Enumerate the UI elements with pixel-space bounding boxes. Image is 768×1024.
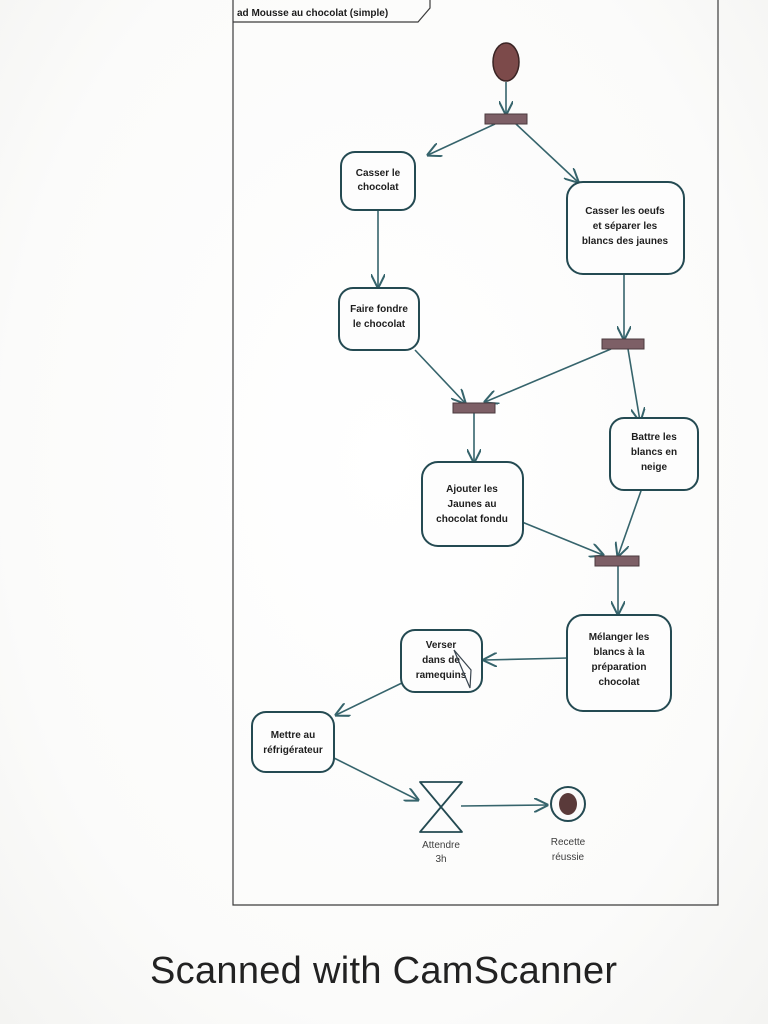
action-label-line: Verser: [426, 640, 457, 651]
final-node: Recette réussie: [550, 786, 586, 863]
pen-annotation-mark: [453, 649, 472, 689]
action-label-line: le chocolat: [353, 319, 406, 330]
action-label-line: chocolat fondu: [436, 514, 508, 525]
action-label-line: et séparer les: [593, 221, 658, 232]
wait-label-line: 3h: [435, 854, 446, 865]
action-label-line: ramequins: [416, 670, 467, 681]
frame-title: ad Mousse au chocolat (simple): [237, 8, 388, 19]
action-melanger: Mélanger les blancs à la préparation cho…: [566, 614, 672, 712]
action-casser-oeufs: Casser les oeufs et séparer les blancs d…: [566, 181, 685, 275]
action-label-line: réfrigérateur: [263, 745, 323, 756]
diagram-frame: ad Mousse au chocolat (simple): [232, 0, 719, 906]
action-faire-fondre: Faire fondre le chocolat: [338, 287, 420, 351]
flow-frigo-to-wait: [333, 757, 418, 800]
action-label-line: dans de: [422, 655, 460, 666]
action-label-line: Casser le: [356, 168, 401, 179]
flow-fondre-to-join1: [414, 349, 465, 403]
action-label-line: chocolat: [357, 182, 399, 193]
flow-melanger-to-verser: [484, 658, 569, 660]
action-label-line: blancs en: [631, 447, 677, 458]
action-ajouter-jaunes: Ajouter les Jaunes au chocolat fondu: [421, 461, 524, 547]
flow-fork-to-casser-chocolat: [428, 123, 496, 155]
action-label-line: Mettre au: [271, 730, 315, 741]
action-label-line: Mélanger les: [589, 632, 650, 643]
initial-node: [492, 42, 520, 82]
wait-label-line: Attendre: [422, 840, 460, 851]
join-bar-melt: [452, 402, 496, 414]
flow-wait-to-final: [460, 805, 547, 806]
action-label-line: Battre les: [631, 432, 677, 443]
wait-time-event: Attendre 3h: [419, 781, 463, 865]
action-label-line: blancs des jaunes: [582, 236, 669, 247]
fork-bar-start: [484, 113, 528, 125]
control-flows: [334, 82, 642, 806]
flow-verser-to-frigo: [336, 680, 407, 715]
join-bar-mix: [594, 555, 640, 567]
action-label-line: préparation: [591, 662, 646, 673]
action-label-line: blancs à la: [593, 647, 645, 658]
final-label-line: Recette: [551, 837, 586, 848]
flow-battre-to-join2: [618, 487, 643, 556]
flow-fork-to-casser-oeufs: [515, 123, 578, 182]
flow-fork2-to-battre: [627, 348, 640, 421]
fork-bar-whites: [601, 338, 645, 350]
action-battre-blancs: Battre les blancs en neige: [609, 417, 699, 491]
action-mettre-frigo: Mettre au réfrigérateur: [251, 711, 335, 773]
action-label-line: Faire fondre: [350, 304, 408, 315]
action-label-line: Jaunes au: [448, 499, 497, 510]
action-casser-chocolat: Casser le chocolat: [340, 151, 416, 211]
action-label-line: chocolat: [598, 677, 640, 688]
final-label-line: réussie: [552, 852, 585, 863]
flow-fork2-to-join1: [485, 348, 612, 402]
action-label-line: Ajouter les: [446, 484, 498, 495]
hourglass-icon: [419, 781, 463, 833]
flow-ajouter-to-join2: [521, 521, 603, 555]
camscanner-watermark: Scanned with CamScanner: [150, 950, 618, 992]
action-label-line: Casser les oeufs: [585, 206, 665, 217]
action-label-line: neige: [641, 462, 668, 473]
action-verser: Verser dans de ramequins: [400, 629, 483, 693]
